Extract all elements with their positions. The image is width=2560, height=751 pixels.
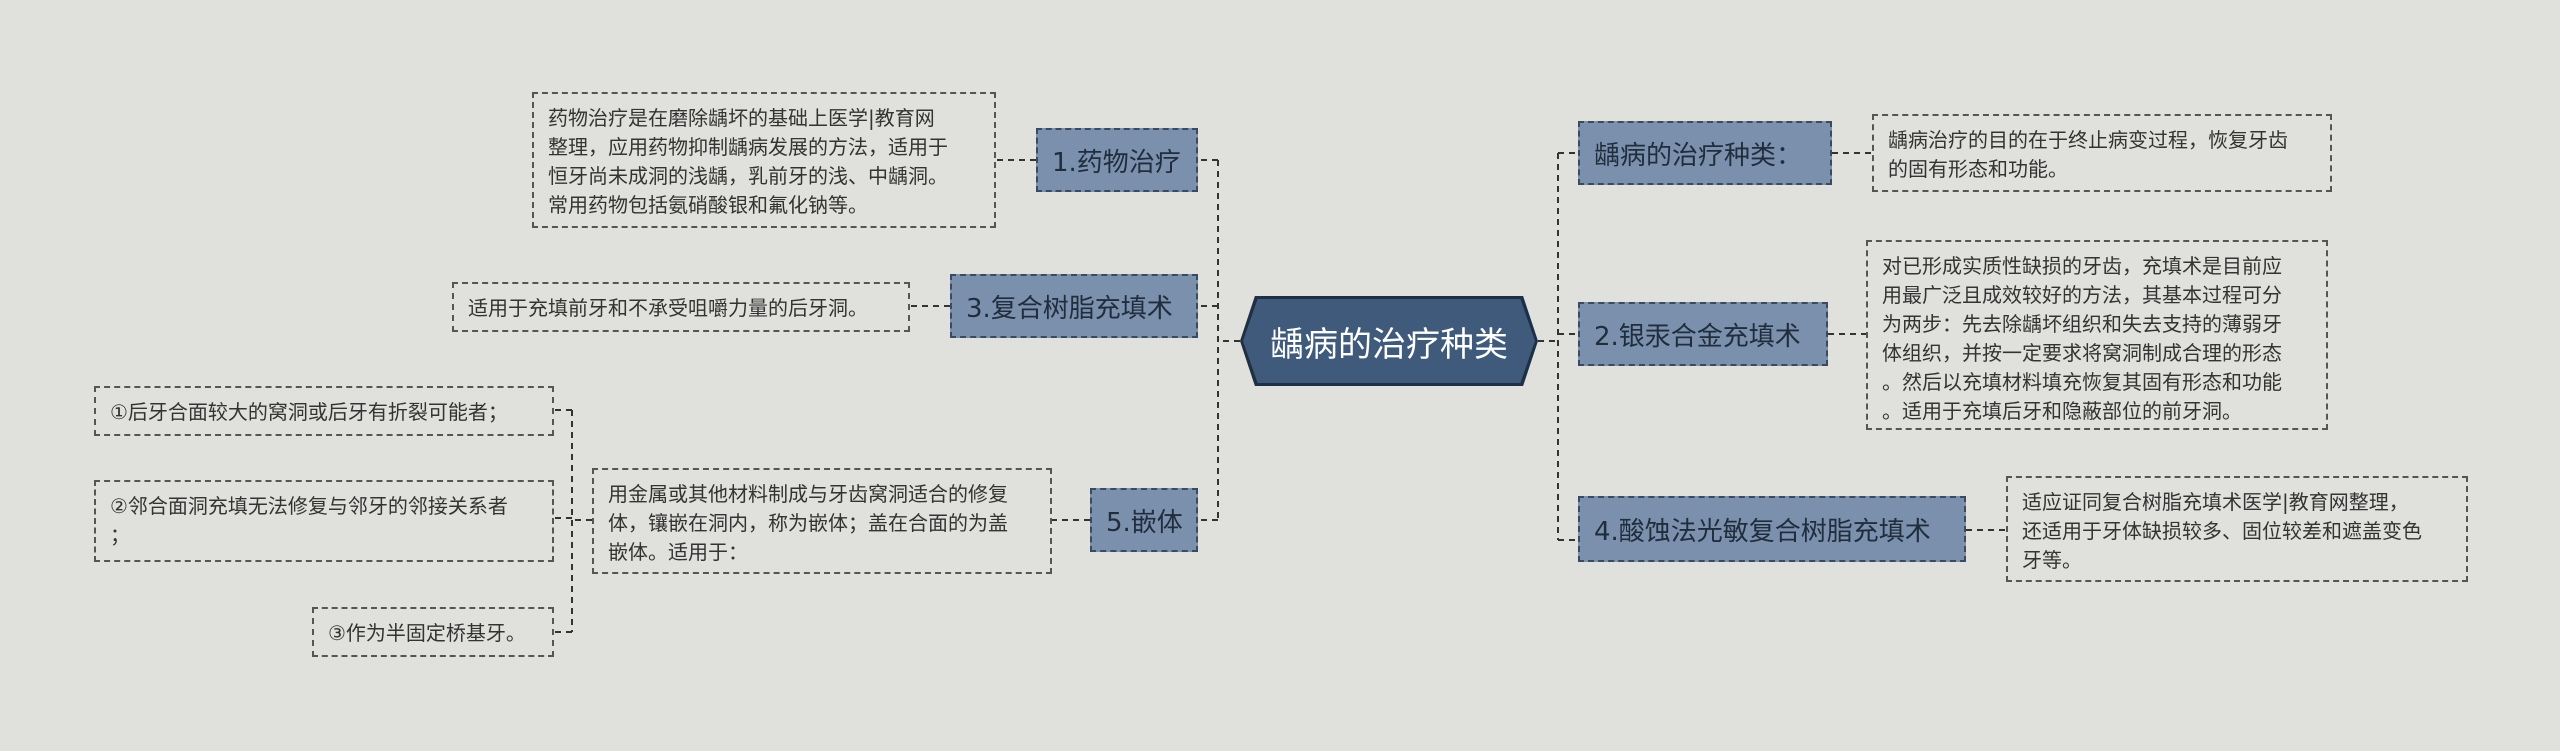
leaf-composite-resin[interactable]: 适用于充填前牙和不承受咀嚼力量的后牙洞。 — [452, 282, 910, 332]
leaf-line: 适应证同复合树脂充填术医学|教育网整理， — [2022, 490, 2409, 514]
leaf-line: 为两步：先去除龋坏组织和失去支持的薄弱牙 — [1882, 312, 2282, 336]
leaf-inlay-item-3[interactable]: ③作为半固定桥基牙。 — [312, 607, 554, 657]
leaf-line: 整理，应用药物抑制龋病发展的方法，适用于 — [548, 135, 948, 159]
leaf-line: 药物治疗是在磨除龋坏的基础上医学|教育网 — [548, 106, 935, 130]
leaf-line: 体组织，并按一定要求将窝洞制成合理的形态 — [1882, 341, 2282, 365]
leaf-line: 牙等。 — [2022, 548, 2082, 572]
leaf-line: 常用药物包括氨硝酸银和氟化钠等。 — [548, 193, 868, 217]
leaf-treatment-types[interactable]: 龋病治疗的目的在于终止病变过程，恢复牙齿 的固有形态和功能。 — [1872, 114, 2332, 192]
leaf-line: 恒牙尚未成洞的浅龋，乳前牙的浅、中龋洞。 — [548, 164, 948, 188]
branch-drug-therapy[interactable]: 1.药物治疗 — [1036, 128, 1198, 192]
branch-amalgam[interactable]: 2.银汞合金充填术 — [1578, 302, 1828, 366]
leaf-line: 龋病治疗的目的在于终止病变过程，恢复牙齿 — [1888, 128, 2288, 152]
leaf-line: 适用于充填前牙和不承受咀嚼力量的后牙洞。 — [468, 296, 868, 320]
leaf-line: 嵌体。适用于： — [608, 540, 748, 564]
branch-acid-etch-label: 4.酸蚀法光敏复合树脂充填术 — [1594, 516, 1931, 547]
leaf-line: 体，镶嵌在洞内，称为嵌体；盖在合面的为盖 — [608, 511, 1008, 535]
leaf-line: 对已形成实质性缺损的牙齿，充填术是目前应 — [1882, 254, 2282, 278]
leaf-line: 的固有形态和功能。 — [1888, 157, 2068, 181]
leaf-line: ③作为半固定桥基牙。 — [328, 621, 526, 645]
leaf-line: 。然后以充填材料填充恢复其固有形态和功能 — [1882, 370, 2282, 394]
leaf-amalgam[interactable]: 对已形成实质性缺损的牙齿，充填术是目前应 用最广泛且成效较好的方法，其基本过程可… — [1866, 240, 2328, 430]
leaf-line: 。适用于充填后牙和隐蔽部位的前牙洞。 — [1882, 399, 2242, 423]
leaf-acid-etch[interactable]: 适应证同复合树脂充填术医学|教育网整理， 还适用于牙体缺损较多、固位较差和遮盖变… — [2006, 476, 2468, 582]
branch-treatment-types-label: 龋病的治疗种类： — [1594, 140, 1803, 171]
branch-inlay-label: 5.嵌体 — [1106, 507, 1183, 538]
branch-composite-resin-label: 3.复合树脂充填术 — [966, 293, 1173, 324]
central-topic[interactable]: 龋病的治疗种类 — [1240, 296, 1538, 386]
branch-inlay[interactable]: 5.嵌体 — [1090, 488, 1198, 552]
leaf-line: ②邻合面洞充填无法修复与邻牙的邻接关系者 — [110, 494, 508, 518]
leaf-line: 用金属或其他材料制成与牙齿窝洞适合的修复 — [608, 482, 1008, 506]
leaf-line: ； — [110, 523, 130, 547]
branch-drug-therapy-label: 1.药物治疗 — [1052, 147, 1181, 178]
branch-acid-etch[interactable]: 4.酸蚀法光敏复合树脂充填术 — [1578, 496, 1966, 562]
leaf-line: ①后牙合面较大的窝洞或后牙有折裂可能者； — [110, 400, 508, 424]
branch-composite-resin[interactable]: 3.复合树脂充填术 — [950, 274, 1198, 338]
branch-amalgam-label: 2.银汞合金充填术 — [1594, 321, 1801, 352]
leaf-inlay-item-2[interactable]: ②邻合面洞充填无法修复与邻牙的邻接关系者 ； — [94, 480, 554, 562]
branch-treatment-types[interactable]: 龋病的治疗种类： — [1578, 121, 1832, 185]
leaf-inlay-item-1[interactable]: ①后牙合面较大的窝洞或后牙有折裂可能者； — [94, 386, 554, 436]
leaf-line: 用最广泛且成效较好的方法，其基本过程可分 — [1882, 283, 2282, 307]
leaf-line: 还适用于牙体缺损较多、固位较差和遮盖变色 — [2022, 519, 2422, 543]
central-topic-label: 龋病的治疗种类 — [1243, 299, 1535, 383]
leaf-drug-therapy[interactable]: 药物治疗是在磨除龋坏的基础上医学|教育网 整理，应用药物抑制龋病发展的方法，适用… — [532, 92, 996, 228]
leaf-inlay[interactable]: 用金属或其他材料制成与牙齿窝洞适合的修复 体，镶嵌在洞内，称为嵌体；盖在合面的为… — [592, 468, 1052, 574]
